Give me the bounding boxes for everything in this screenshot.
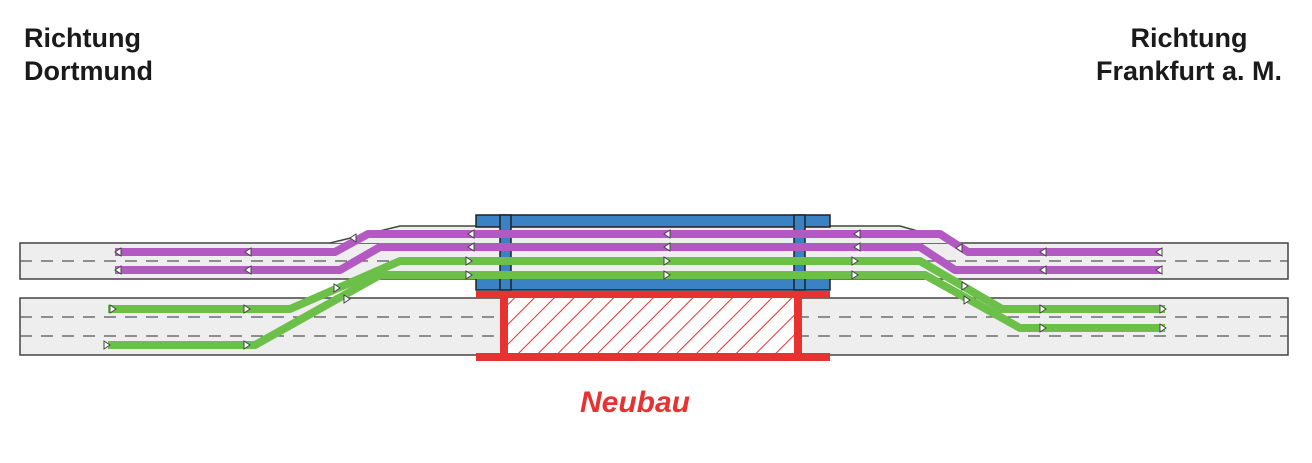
- arrow-right-icon: [851, 270, 859, 280]
- arrow-left-icon: [244, 247, 252, 257]
- arrow-right-icon: [1159, 323, 1167, 333]
- platform-top-bar: [475, 214, 831, 228]
- arrow-left-icon: [1155, 247, 1163, 257]
- arrow-right-icon: [1159, 304, 1167, 314]
- arrow-left-icon: [467, 242, 475, 252]
- direction-frankfurt-line1: Richtung: [1130, 23, 1248, 53]
- purple-routes: [115, 230, 1162, 274]
- arrow-left-icon: [663, 242, 671, 252]
- new-building: [476, 291, 830, 361]
- arrow-left-icon: [853, 242, 861, 252]
- green-route-upper-left: [108, 257, 1165, 313]
- direction-arrows: [103, 229, 1167, 350]
- new-building-hatch: [505, 295, 797, 355]
- arrow-left-icon: [244, 265, 252, 275]
- arrow-right-icon: [243, 304, 251, 314]
- platform-bottom-bar: [475, 277, 831, 291]
- arrow-left-icon: [853, 229, 861, 239]
- arrow-left-icon: [1039, 247, 1047, 257]
- purple-route-lower: [115, 243, 1162, 274]
- arrow-right-icon: [243, 340, 251, 350]
- arrow-left-icon: [1155, 265, 1163, 275]
- arrow-right-icon: [343, 294, 351, 304]
- arrow-left-icon: [1039, 265, 1047, 275]
- arrow-right-icon: [663, 270, 671, 280]
- arrow-left-icon: [663, 229, 671, 239]
- arrow-right-icon: [1039, 304, 1047, 314]
- arrow-right-icon: [109, 304, 117, 314]
- arrow-right-icon: [103, 340, 111, 350]
- new-building-label: Neubau: [580, 386, 691, 419]
- direction-dortmund-line1: Richtung: [24, 23, 141, 53]
- arrow-left-icon: [114, 265, 122, 275]
- platform-right-pillar: [793, 214, 806, 291]
- arrow-right-icon: [663, 256, 671, 266]
- arrow-right-icon: [465, 270, 473, 280]
- existing-platform: [475, 214, 831, 291]
- new-building-left-wall: [500, 291, 508, 359]
- platform-left-pillar: [499, 214, 512, 291]
- arrow-left-icon: [955, 243, 963, 253]
- arrow-right-icon: [465, 256, 473, 266]
- arrow-right-icon: [851, 256, 859, 266]
- arrow-left-icon: [349, 233, 357, 243]
- direction-dortmund-line2: Dortmund: [24, 56, 153, 86]
- arrow-right-icon: [333, 283, 341, 293]
- arrow-right-icon: [1039, 323, 1047, 333]
- arrow-left-icon: [467, 229, 475, 239]
- direction-frankfurt-label: Richtung Frankfurt a. M.: [1096, 22, 1282, 88]
- direction-dortmund-label: Richtung Dortmund: [24, 22, 153, 88]
- new-building-right-wall: [794, 291, 802, 359]
- purple-route-upper: [115, 230, 1162, 256]
- new-building-bottom-bar: [476, 353, 830, 361]
- arrow-left-icon: [114, 247, 122, 257]
- arrow-right-icon: [961, 281, 969, 291]
- new-building-top-bar: [476, 291, 830, 298]
- arrow-right-icon: [963, 295, 971, 305]
- direction-frankfurt-line2: Frankfurt a. M.: [1095, 56, 1282, 86]
